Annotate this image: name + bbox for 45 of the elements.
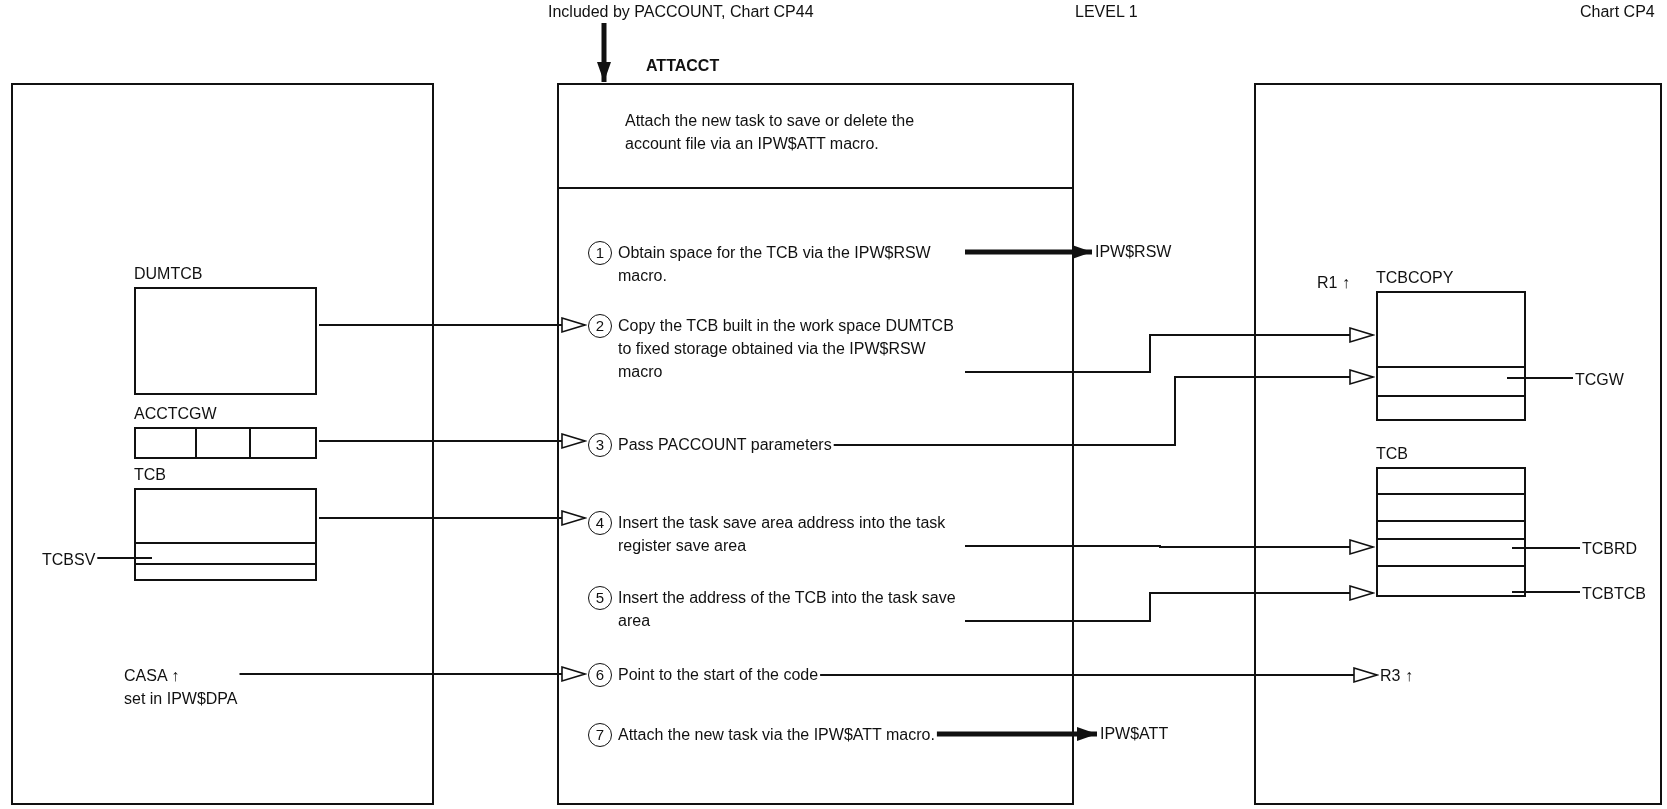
box-label: TCBCOPY bbox=[1376, 268, 1454, 288]
macro-name: IPW$RSW bbox=[1095, 242, 1172, 262]
arrow bbox=[965, 245, 1092, 259]
register-label: CASA ↑ bbox=[124, 666, 181, 686]
arrow bbox=[318, 317, 586, 333]
arrow bbox=[832, 369, 1374, 446]
leader-line bbox=[1511, 591, 1581, 593]
note-text: set in IPW$DPA bbox=[124, 689, 238, 709]
arrow bbox=[964, 539, 1374, 555]
arrow bbox=[318, 433, 586, 449]
field-name: TCBTCB bbox=[1582, 584, 1646, 604]
header-text: Chart CP4 bbox=[1580, 2, 1655, 22]
leader-line bbox=[96, 557, 153, 559]
step-text: Copy the TCB built in the work space DUMTCB to fixed storage obtained via the IPW$RSW macro bbox=[618, 316, 955, 382]
arrow bbox=[964, 327, 1374, 373]
header-text: Included by PACCOUNT, Chart CP44 bbox=[548, 2, 814, 22]
arrow bbox=[964, 585, 1374, 622]
macro-name: IPW$ATT bbox=[1100, 724, 1169, 744]
field-name: TCGW bbox=[1575, 370, 1624, 390]
leader-line bbox=[1511, 547, 1581, 549]
arrow bbox=[819, 667, 1378, 683]
arrow bbox=[597, 23, 611, 82]
header-text: LEVEL 1 bbox=[1075, 2, 1138, 22]
register-label: R1 ↑ bbox=[1317, 273, 1350, 293]
description-text: Attach the new task to save or delete the account file via an IPW$ATT macro. bbox=[625, 111, 916, 154]
register-label: R3 ↑ bbox=[1380, 666, 1413, 686]
field-name: TCBSV bbox=[42, 550, 96, 570]
arrow bbox=[238, 666, 586, 682]
leader-line bbox=[1506, 377, 1574, 379]
box-label: DUMTCB bbox=[134, 264, 203, 284]
panel-title: ATTACCT bbox=[646, 56, 720, 76]
step-text: Attach the new task via the IPW$ATT macro. bbox=[618, 725, 935, 745]
box-label: TCB bbox=[134, 465, 166, 485]
input-panel bbox=[11, 83, 434, 805]
arrow bbox=[318, 510, 586, 526]
step-text: Insert the task save area address into the task register save area bbox=[618, 513, 947, 556]
box-label: ACCTCGW bbox=[134, 404, 217, 424]
arrow bbox=[936, 727, 1097, 741]
box-label: TCB bbox=[1376, 444, 1408, 464]
field-name: TCBRD bbox=[1582, 539, 1638, 559]
step-text: Pass PACCOUNT parameters bbox=[618, 435, 832, 455]
step-text: Obtain space for the TCB via the IPW$RSW macro. bbox=[618, 243, 932, 286]
step-text: Insert the address of the TCB into the task save area bbox=[618, 588, 957, 631]
output-panel bbox=[1254, 83, 1662, 805]
step-text: Point to the start of the code bbox=[618, 665, 819, 685]
